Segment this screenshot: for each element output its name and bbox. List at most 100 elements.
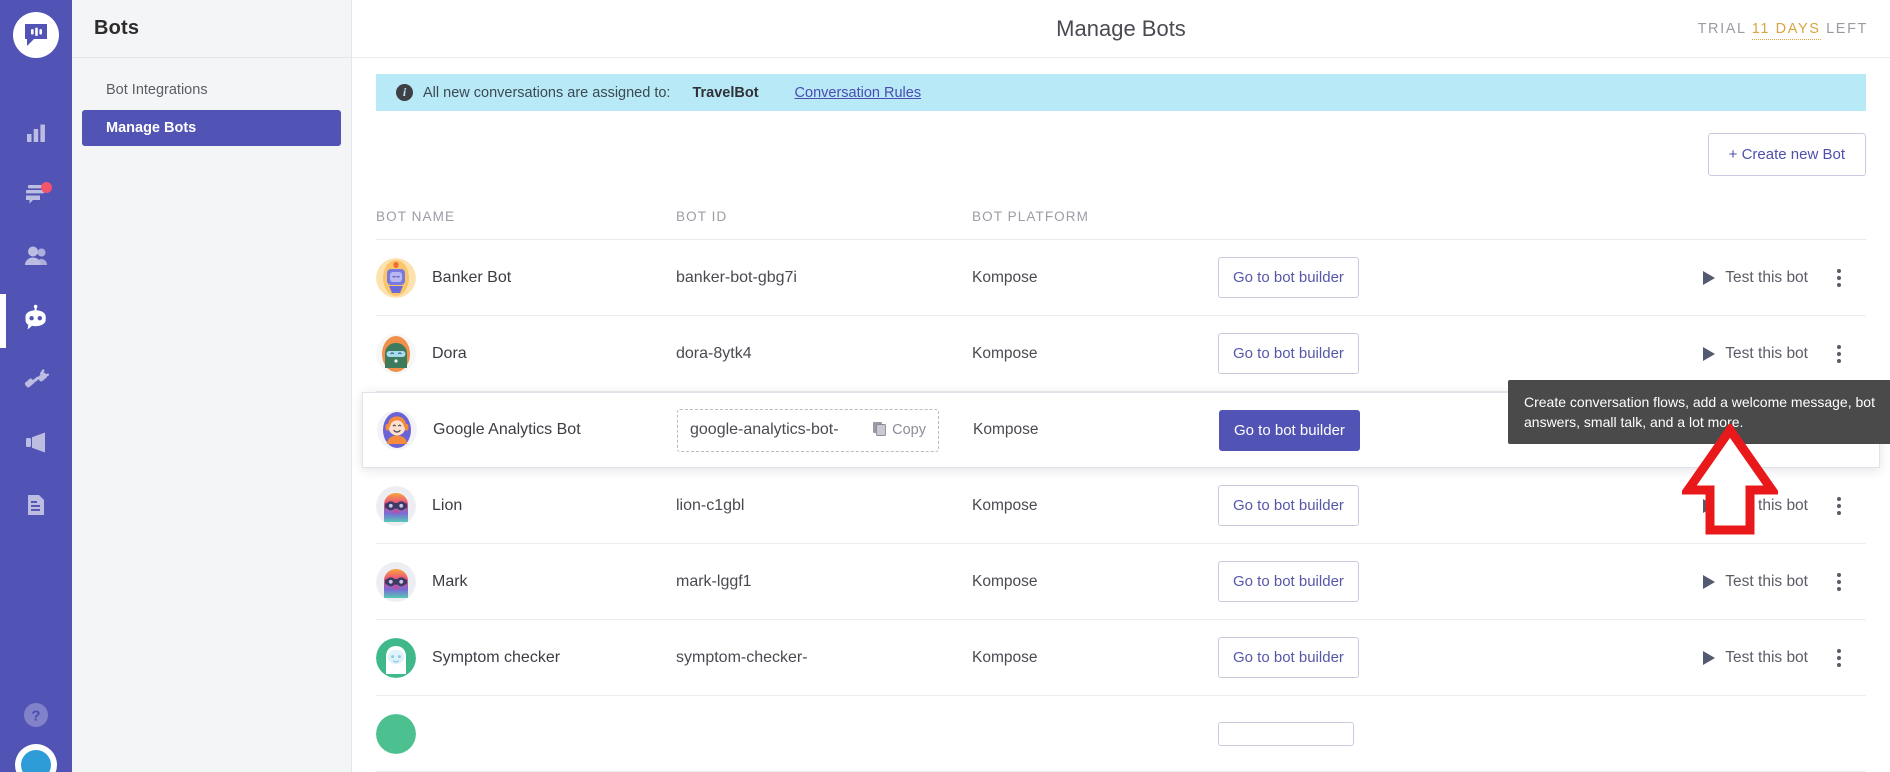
row-menu-cell[interactable] <box>1812 496 1866 515</box>
row-menu-cell[interactable] <box>1812 344 1866 363</box>
nav-bots[interactable] <box>0 290 72 352</box>
bot-id-value: google-analytics-bot- <box>690 421 839 438</box>
table-row[interactable]: Mark mark-lggf1 Kompose Go to bot builde… <box>376 544 1866 620</box>
table-row[interactable]: Symptom checker symptom-checker- Kompose… <box>376 620 1866 696</box>
table-row-partial[interactable] <box>376 696 1866 772</box>
bot-builder-cell: Go to bot builder <box>1218 561 1488 602</box>
row-menu-cell[interactable] <box>1812 572 1866 591</box>
test-bot-cell[interactable]: Test this bot <box>1488 573 1812 591</box>
integrations-plug-icon <box>23 367 50 399</box>
bot-platform-cell: Kompose <box>972 268 1038 286</box>
row-menu-cell[interactable] <box>1812 268 1866 287</box>
column-header-bot-id: BOT ID <box>676 209 728 224</box>
test-bot-cell[interactable]: Test this bot <box>1488 269 1812 287</box>
question-mark-help-icon[interactable]: ? <box>22 701 50 734</box>
go-to-bot-builder-button-active[interactable]: Go to bot builder <box>1219 409 1360 451</box>
go-to-bot-builder-button[interactable]: Go to bot builder <box>1218 257 1359 298</box>
bot-id-cell: google-analytics-bot- Copy <box>677 408 973 452</box>
kommunicate-chat-logo-icon[interactable] <box>13 12 59 58</box>
bot-platform-cell: Kompose <box>973 421 1039 438</box>
nav-analytics[interactable] <box>0 104 72 166</box>
trial-status[interactable]: TRIAL 11 DAYS LEFT <box>1697 20 1868 40</box>
test-bot-cell[interactable]: Test this bot <box>1488 649 1812 667</box>
play-icon <box>1703 270 1716 285</box>
kebab-menu-icon[interactable] <box>1837 496 1841 515</box>
bots-table: BOT NAME BOT ID BOT PLATFORM Banker Bot … <box>362 194 1880 772</box>
table-row[interactable]: Lion lion-c1gbl Kompose Go to bot builde… <box>376 468 1866 544</box>
kebab-menu-icon[interactable] <box>1837 268 1841 287</box>
bot-builder-cell: Go to bot builder <box>1218 485 1488 526</box>
row-menu-cell[interactable] <box>1812 648 1866 667</box>
table-row[interactable]: Banker Bot banker-bot-gbg7i Kompose Go t… <box>376 240 1866 316</box>
nav-reports[interactable] <box>0 476 72 538</box>
nav-conversations[interactable] <box>0 166 72 228</box>
test-this-bot-label: Test this bot <box>1725 268 1808 286</box>
top-bar: Manage Bots TRIAL 11 DAYS LEFT <box>352 0 1890 58</box>
kebab-menu-icon[interactable] <box>1837 572 1841 591</box>
table-row[interactable]: Dora dora-8ytk4 Kompose Go to bot builde… <box>376 316 1866 392</box>
create-new-bot-button[interactable]: + Create new Bot <box>1707 133 1866 176</box>
assignment-info-text: All new conversations are assigned to: <box>423 84 671 101</box>
conversations-unread-badge <box>41 182 52 193</box>
sidebar-item-label: Bot Integrations <box>106 82 208 98</box>
bot-name-cell: Dora <box>376 333 676 374</box>
nav-integrations[interactable] <box>0 352 72 414</box>
kebab-menu-icon[interactable] <box>1837 344 1841 363</box>
bot-name-label: Dora <box>432 344 467 362</box>
sidebar-item-bot-integrations[interactable]: Bot Integrations <box>82 72 341 108</box>
sidebar-item-manage-bots[interactable]: Manage Bots <box>82 110 341 146</box>
play-icon <box>1703 650 1716 665</box>
assignment-info-bar: i All new conversations are assigned to:… <box>376 74 1866 111</box>
banker-bot-avatar <box>376 257 416 298</box>
user-avatar[interactable] <box>15 744 57 772</box>
bot-builder-tooltip: Create conversation flows, add a welcome… <box>1508 380 1890 444</box>
lion-avatar <box>376 485 416 526</box>
analytics-bar-chart-icon <box>23 120 49 151</box>
bot-id-cell: dora-8ytk4 <box>676 344 752 362</box>
bot-platform-cell: Kompose <box>972 648 1038 666</box>
primary-nav-rail: ? <box>0 0 72 772</box>
bot-platform-cell: Kompose <box>972 572 1038 590</box>
dora-avatar <box>376 333 416 374</box>
go-to-bot-builder-button[interactable]: Go to bot builder <box>1218 485 1359 526</box>
campaigns-megaphone-icon <box>23 429 50 461</box>
trial-prefix: TRIAL <box>1697 20 1747 37</box>
main-content: Manage Bots TRIAL 11 DAYS LEFT i All new… <box>352 0 1890 772</box>
bot-name-label: Symptom checker <box>432 648 561 666</box>
copy-icon <box>872 421 887 440</box>
assigned-bot-name: TravelBot <box>692 84 759 101</box>
copy-label: Copy <box>892 422 926 438</box>
bot-id-copy-field[interactable]: google-analytics-bot- Copy <box>677 408 939 452</box>
mark-avatar <box>376 561 416 602</box>
go-to-bot-builder-button[interactable]: Go to bot builder <box>1218 333 1359 374</box>
table-header-row: BOT NAME BOT ID BOT PLATFORM <box>376 194 1866 240</box>
create-bot-row: + Create new Bot <box>352 111 1890 176</box>
column-header-bot-name: BOT NAME <box>376 209 456 224</box>
symptom-checker-avatar <box>376 637 416 678</box>
go-to-bot-builder-button[interactable]: Go to bot builder <box>1218 637 1359 678</box>
bot-name-label: Google Analytics Bot <box>433 421 581 438</box>
bot-name-cell: Banker Bot <box>376 257 676 298</box>
test-this-bot-label: Test this bot <box>1725 344 1808 362</box>
bot-builder-cell: Go to bot builder <box>1218 257 1488 298</box>
kebab-menu-icon[interactable] <box>1837 648 1841 667</box>
rail-item-list <box>0 104 72 538</box>
bot-builder-cell: Go to bot builder <box>1218 637 1488 678</box>
bot-builder-cell: Go to bot builder <box>1219 409 1489 451</box>
nav-campaigns[interactable] <box>0 414 72 476</box>
test-bot-cell[interactable]: Test this bot <box>1488 497 1812 515</box>
play-icon <box>1703 574 1716 589</box>
go-to-bot-builder-button[interactable] <box>1218 722 1354 746</box>
nav-users[interactable] <box>0 228 72 290</box>
copy-button[interactable]: Copy <box>872 421 926 440</box>
page-title: Manage Bots <box>1056 15 1186 41</box>
go-to-bot-builder-button[interactable]: Go to bot builder <box>1218 561 1359 602</box>
conversation-rules-link[interactable]: Conversation Rules <box>794 84 922 101</box>
svg-text:?: ? <box>31 708 40 725</box>
bot-id-cell: lion-c1gbl <box>676 496 745 514</box>
test-bot-cell[interactable]: Test this bot <box>1488 345 1812 363</box>
reports-document-icon <box>23 492 49 523</box>
bot-name-label: Mark <box>432 572 468 590</box>
info-circle-icon: i <box>396 84 413 101</box>
